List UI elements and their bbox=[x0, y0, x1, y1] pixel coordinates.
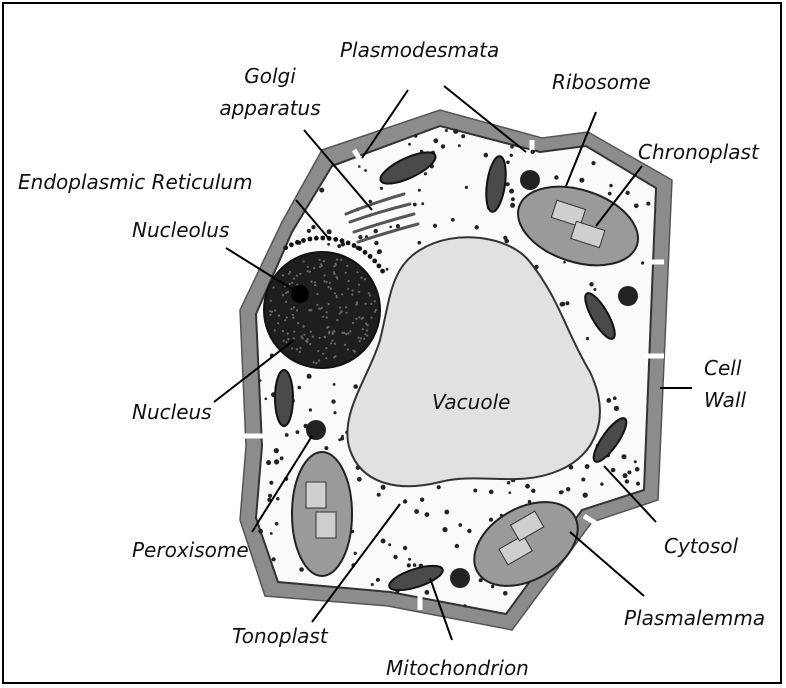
label-cell-wall-line2: Wall bbox=[704, 388, 746, 412]
label-vacuole: Vacuole bbox=[432, 390, 510, 414]
label-golgi-line2: apparatus bbox=[200, 96, 340, 120]
label-plasmodesmata: Plasmodesmata bbox=[340, 38, 499, 62]
label-nucleolus: Nucleolus bbox=[132, 218, 229, 242]
label-tonoplast: Tonoplast bbox=[232, 624, 328, 648]
label-golgi-line1: Golgi bbox=[200, 64, 340, 88]
label-ribosome: Ribosome bbox=[552, 70, 651, 94]
label-cytosol: Cytosol bbox=[664, 534, 738, 558]
label-endoplasmic-reticulum: Endoplasmic Reticulum bbox=[18, 170, 253, 194]
label-cell-wall-line1: Cell bbox=[704, 356, 741, 380]
label-plasmalemma: Plasmalemma bbox=[624, 606, 765, 630]
label-peroxisome: Peroxisome bbox=[132, 538, 249, 562]
leader-plasmalemma bbox=[570, 532, 644, 596]
label-nucleus: Nucleus bbox=[132, 400, 212, 424]
label-mitochondrion: Mitochondrion bbox=[386, 656, 529, 680]
label-chronoplast: Chronoplast bbox=[638, 140, 759, 164]
